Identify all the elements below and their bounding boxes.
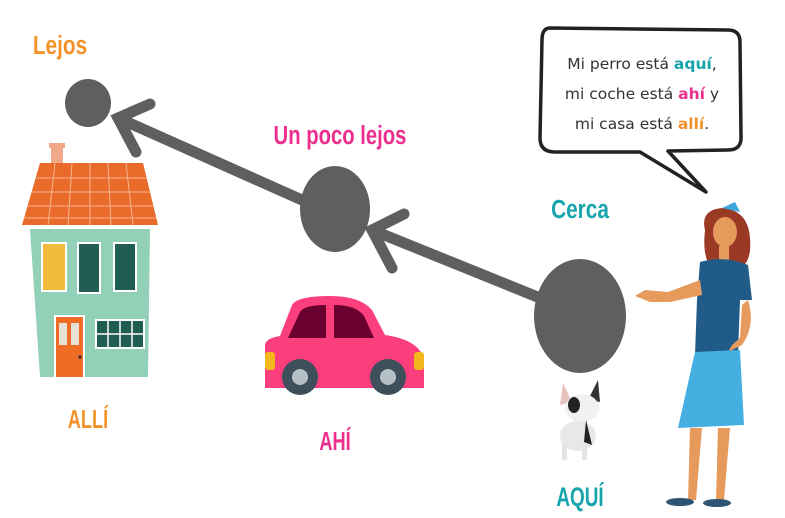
car-illustration — [265, 296, 424, 395]
bubble-line-2: mi coche está ahí y — [565, 85, 719, 103]
near-point-circle — [534, 259, 626, 373]
speech-bubble: Mi perro está aquí, mi coche está ahí y … — [538, 26, 743, 194]
bubble-line-3: mi casa está allí. — [575, 115, 709, 133]
medium-point-circle — [300, 166, 370, 252]
dog-illustration — [560, 380, 600, 460]
label-alli: ALLÍ — [68, 405, 109, 434]
bubble-line-1: Mi perro está aquí, — [567, 55, 716, 73]
arrow-near-to-medium — [364, 208, 546, 304]
woman-illustration — [635, 202, 752, 507]
house-illustration — [22, 143, 158, 379]
far-point-circle — [65, 79, 111, 127]
label-medium: Un poco lejos — [274, 121, 407, 150]
label-far: Lejos — [33, 31, 87, 60]
label-ahi: AHÍ — [319, 427, 351, 456]
label-near: Cerca — [551, 195, 610, 224]
label-aqui: AQUÍ — [556, 481, 604, 512]
arrow-medium-to-far — [110, 98, 308, 206]
